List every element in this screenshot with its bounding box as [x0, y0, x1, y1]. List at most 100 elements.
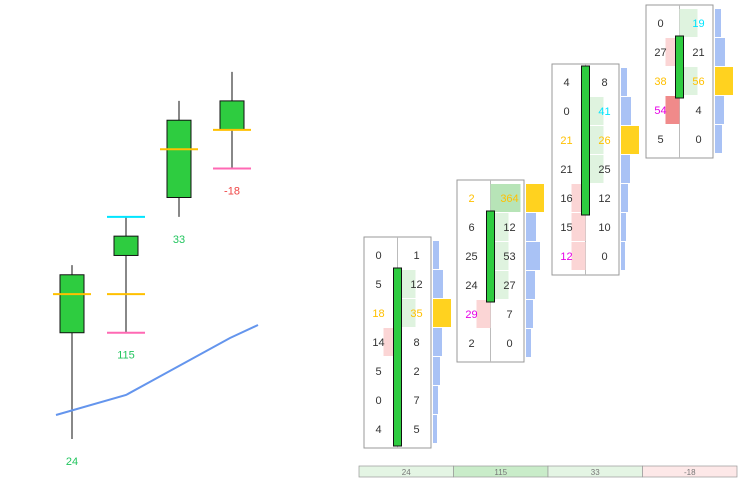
candle-delta-label: 24 [66, 456, 78, 468]
bid-imbalance-cell [476, 300, 491, 328]
footprint-bid-value: 29 [465, 309, 477, 321]
footprint-bid-value: 0 [375, 250, 381, 262]
footprint-bid-value: 12 [560, 251, 572, 263]
footprint-ask-value: 12 [598, 193, 610, 205]
vwap-line [55, 324, 259, 416]
delta-bar-label: 33 [591, 468, 600, 477]
footprint-ask-value: 1 [413, 250, 419, 262]
volume-profile-bar [433, 357, 440, 385]
footprint-bid-value: 2 [468, 338, 474, 350]
footprint-body [393, 267, 402, 447]
footprint-ask-value: 27 [503, 280, 515, 292]
footprint-ask-value: 0 [601, 251, 607, 263]
volume-profile-bar [621, 97, 631, 125]
ask-imbalance-cell [679, 9, 698, 37]
volume-profile-bar [715, 9, 721, 37]
candle-body [59, 274, 85, 334]
footprint-ask-value: 2 [413, 366, 419, 378]
volume-profile-bar [621, 184, 628, 212]
volume-profile-bar [715, 38, 725, 66]
candle-body [113, 235, 139, 256]
volume-profile-bar [526, 329, 531, 357]
footprint-ask-value: 41 [598, 106, 610, 118]
volume-profile-bar [621, 213, 626, 241]
footprint-body [675, 35, 684, 99]
volume-profile-bar [433, 328, 442, 356]
candle-delta-label: 33 [173, 234, 185, 246]
footprint-ask-value: 8 [601, 77, 607, 89]
poc-box [621, 126, 639, 154]
bid-imbalance-cell [665, 96, 680, 124]
footprint-ask-value: 10 [598, 222, 610, 234]
bid-imbalance-cell [571, 213, 586, 241]
footprint-bid-value: 21 [560, 164, 572, 176]
volume-profile-bar [433, 386, 438, 414]
footprint-ask-value: 0 [695, 134, 701, 146]
bid-imbalance-cell [571, 242, 586, 270]
delta-bar-label: -18 [684, 468, 696, 477]
volume-profile-bar [621, 68, 627, 96]
footprint-bid-value: 16 [560, 193, 572, 205]
volume-profile-bar [526, 242, 540, 270]
footprint-bid-value: 54 [654, 105, 666, 117]
footprint-bid-value: 5 [657, 134, 663, 146]
footprint-ask-value: 8 [413, 337, 419, 349]
volume-profile-bar [433, 241, 439, 269]
footprint-ask-value: 364 [500, 193, 518, 205]
candle-delta-label: 115 [117, 350, 135, 362]
footprint-bid-value: 0 [375, 395, 381, 407]
footprint-bid-value: 18 [372, 308, 384, 320]
footprint-bid-value: 21 [560, 135, 572, 147]
poc-box [526, 184, 544, 212]
volume-profile-bar [433, 270, 443, 298]
volume-profile-bar [715, 125, 722, 153]
footprint-bid-value: 38 [654, 76, 666, 88]
footprint-ask-value: 26 [598, 135, 610, 147]
footprint-bid-value: 25 [465, 251, 477, 263]
volume-profile-bar [715, 96, 724, 124]
footprint-bid-value: 0 [563, 106, 569, 118]
footprint-ask-value: 35 [410, 308, 422, 320]
footprint-ask-value: 7 [506, 309, 512, 321]
footprint-ask-value: 5 [413, 424, 419, 436]
footprint-bid-value: 24 [465, 280, 477, 292]
delta-summary-bar: 24 115 33 -18 [358, 465, 738, 478]
footprint-bid-value: 14 [372, 337, 384, 349]
footprint-bid-value: 15 [560, 222, 572, 234]
footprint-bid-value: 2 [468, 193, 474, 205]
footprint-body [581, 65, 590, 216]
footprint-bid-value: 5 [375, 279, 381, 291]
footprint-bid-value: 0 [657, 18, 663, 30]
poc-box [433, 299, 451, 327]
delta-bar-label: 24 [402, 468, 411, 477]
volume-profile-bar [526, 300, 533, 328]
footprint-bid-value: 6 [468, 222, 474, 234]
candle-body [219, 100, 245, 131]
delta-bar-label: 115 [494, 468, 507, 477]
footprint-bid-value: 4 [375, 424, 381, 436]
footprint-bid-value: 4 [563, 77, 569, 89]
footprint-ask-value: 21 [692, 47, 704, 59]
footprint-ask-value: 12 [410, 279, 422, 291]
volume-profile-bar [526, 213, 536, 241]
poc-box [715, 67, 733, 95]
footprint-bid-value: 5 [375, 366, 381, 378]
volume-profile-bar [621, 242, 625, 270]
volume-profile-bar [433, 415, 437, 443]
footprint-ask-value: 56 [692, 76, 704, 88]
candle-body [166, 119, 192, 198]
footprint-ask-value: 4 [695, 105, 701, 117]
footprint-ask-value: 19 [692, 18, 704, 30]
footprint-ask-value: 25 [598, 164, 610, 176]
footprint-ask-value: 12 [503, 222, 515, 234]
candlestick-panel: 24 115 33 -18 [53, 71, 259, 468]
candle-delta-label: -18 [224, 186, 240, 198]
volume-profile-bar [621, 155, 630, 183]
volume-profile-bar [526, 271, 535, 299]
footprint-ask-value: 0 [506, 338, 512, 350]
delta-bar-cell [642, 465, 738, 478]
footprint-ask-value: 7 [413, 395, 419, 407]
footprint-bid-value: 27 [654, 47, 666, 59]
